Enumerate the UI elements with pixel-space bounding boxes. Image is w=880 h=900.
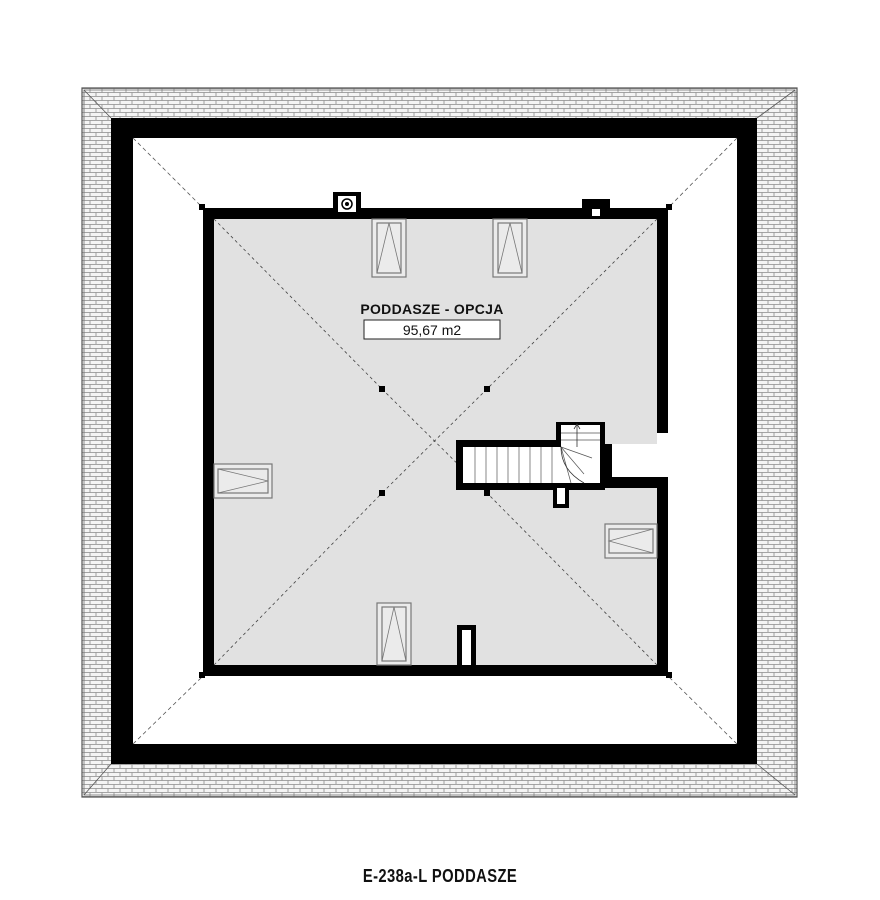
roof-window-5 [376,602,412,666]
hip-lines-outer [83,89,796,796]
vent-shaft [457,625,476,667]
roof-window-2 [492,218,528,278]
chimney-left [333,192,361,216]
chimney-right [582,199,610,218]
room-area: 95,67 m2 [403,322,462,338]
roof-window-4 [604,523,658,559]
ridge-points [379,386,490,496]
plan-caption: E-238a-L PODDASZE [362,866,518,886]
hip-lines-inner [213,218,658,666]
room-name: PODDASZE - OPCJA [360,301,503,317]
roof-window-1 [371,218,407,278]
area-box [363,319,501,340]
stairs [456,422,605,508]
roof-window-3 [213,463,273,499]
corner-posts [199,204,672,678]
